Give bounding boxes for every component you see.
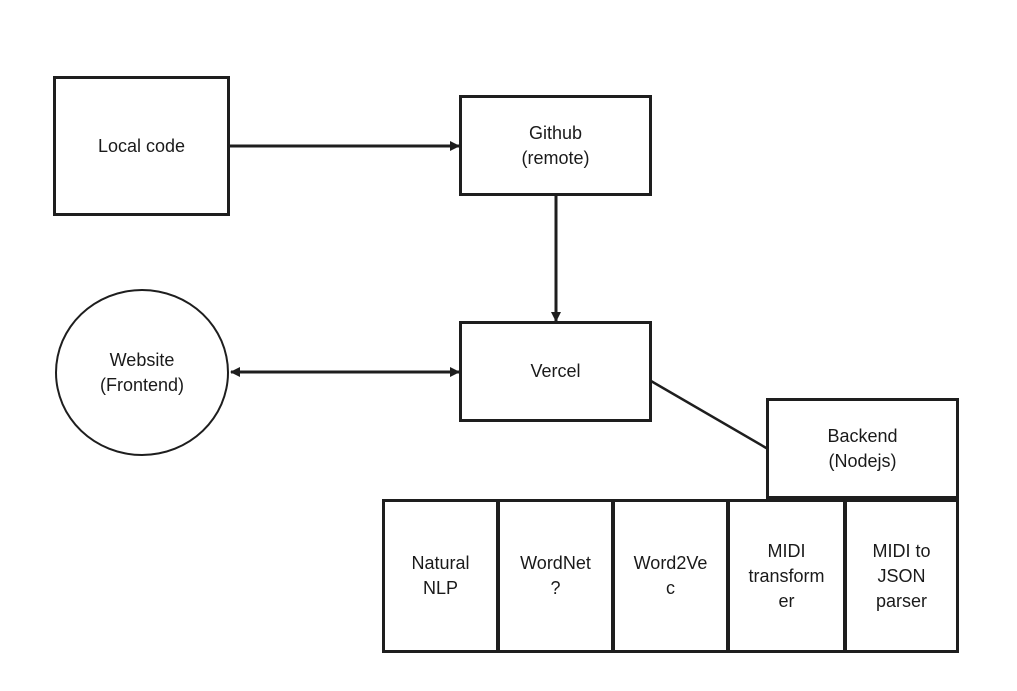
module-midi-to-json-parser: MIDI to JSON parser [844, 499, 959, 653]
module-label: WordNet ? [520, 553, 591, 598]
vercel-node: Vercel [459, 321, 652, 422]
github-label: Github (remote) [521, 122, 590, 168]
website-label: Website (Frontend) [99, 349, 185, 395]
module-label: MIDI transform er [748, 540, 825, 611]
module-wordnet: WordNet ? [497, 499, 614, 653]
module-word2vec: Word2Ve c [612, 499, 729, 653]
backend-label: Backend (Nodejs) [827, 425, 898, 471]
module-label: MIDI to JSON parser [872, 540, 931, 611]
github-node: Github (remote) [459, 95, 652, 196]
website-node: Website (Frontend) [55, 289, 229, 456]
local-code-label: Local code [97, 135, 186, 156]
module-label: Natural NLP [411, 553, 470, 598]
backend-node: Backend (Nodejs) [766, 398, 959, 499]
local-code-node: Local code [53, 76, 230, 216]
module-natural-nlp: Natural NLP [382, 499, 499, 653]
edge-vercel-to-backend [650, 379, 769, 451]
vercel-label: Vercel [530, 361, 581, 381]
module-midi-transformer: MIDI transform er [727, 499, 846, 653]
module-label: Word2Ve c [633, 553, 708, 598]
